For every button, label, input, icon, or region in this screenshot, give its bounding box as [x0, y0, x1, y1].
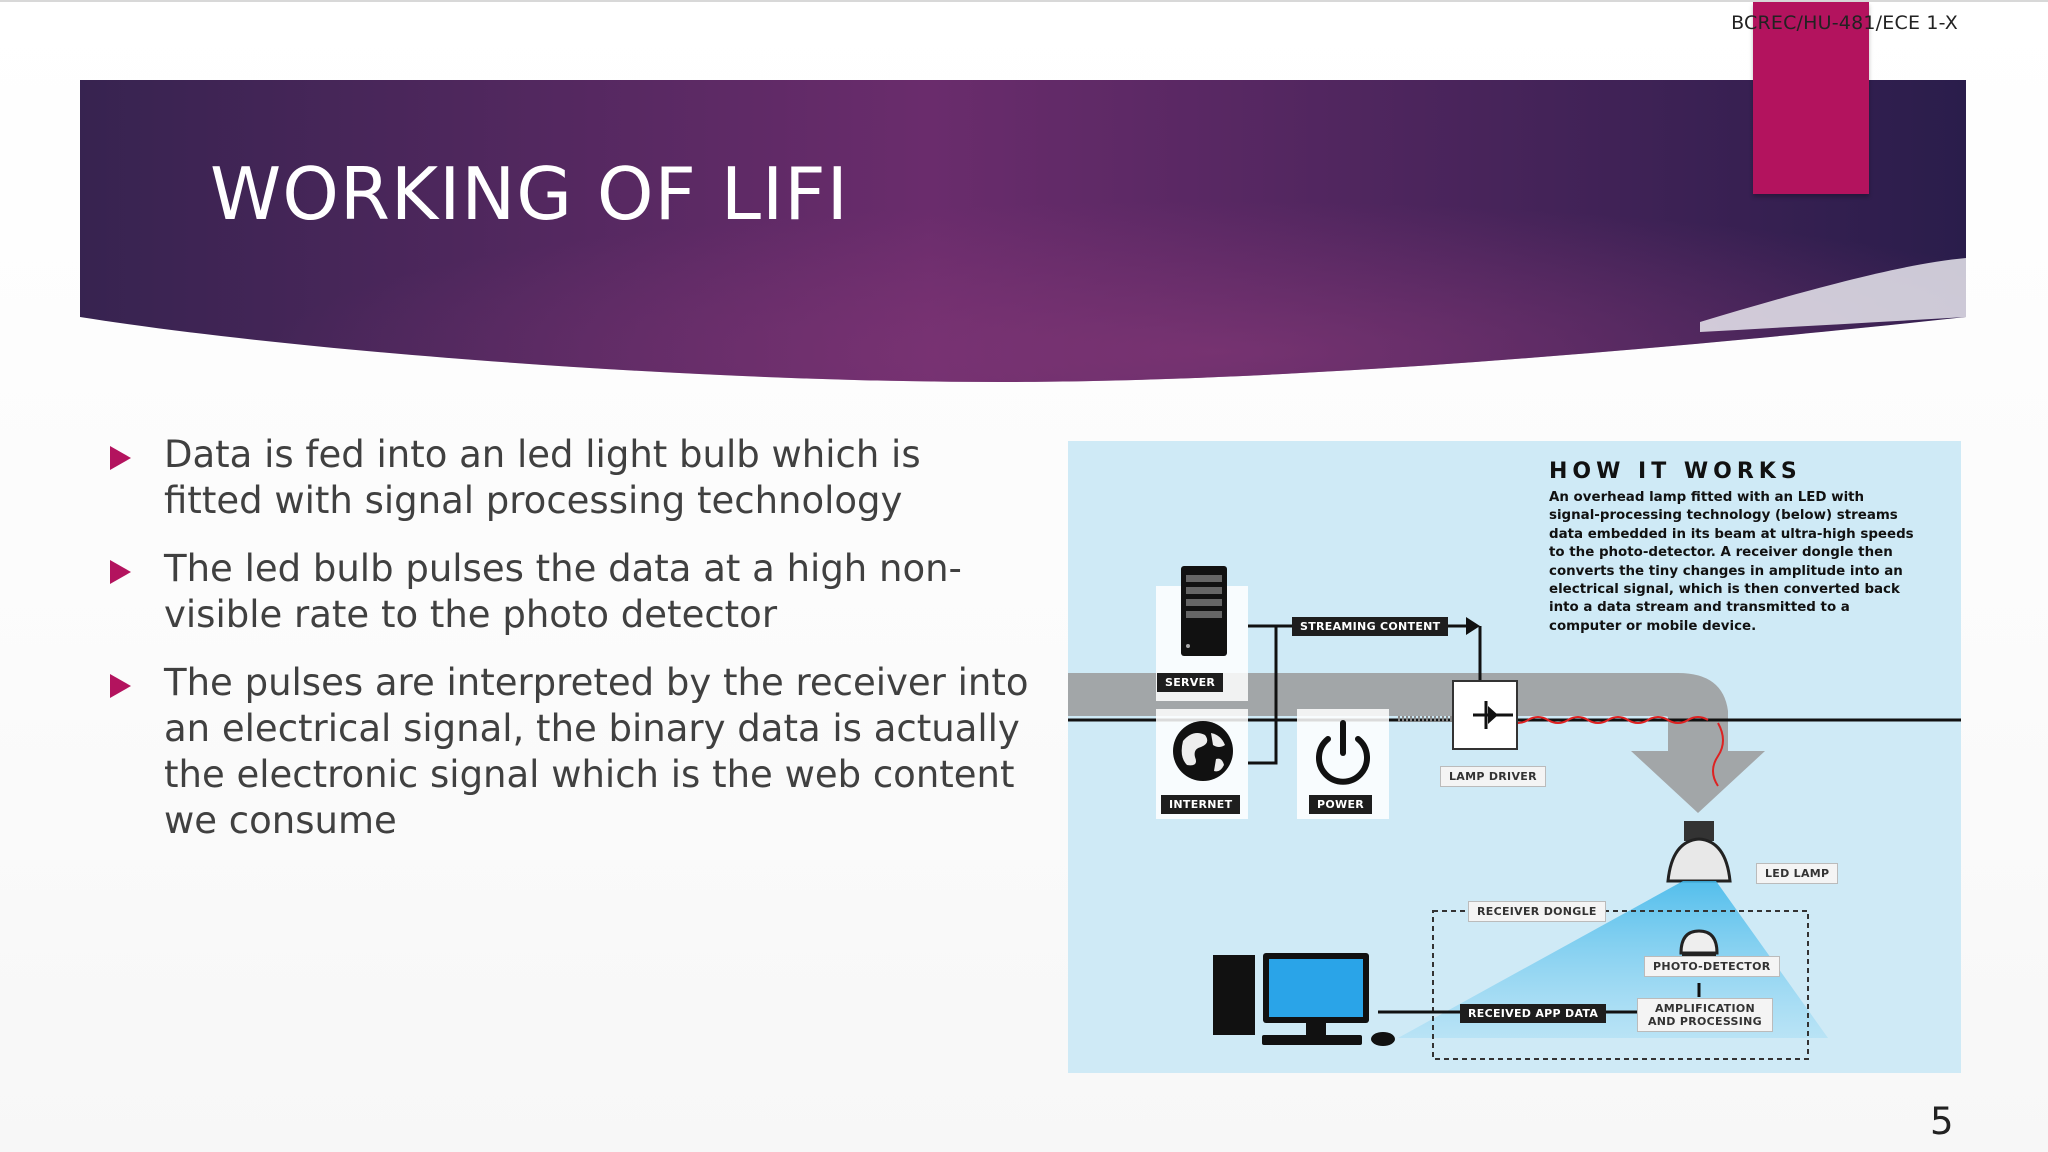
bullet-list: Data is fed into an led light bulb which… — [100, 432, 1030, 866]
power-icon — [1316, 720, 1370, 785]
page-number: 5 — [1930, 1100, 1954, 1143]
triangle-bullet-icon — [110, 560, 131, 584]
globe-icon — [1173, 721, 1233, 781]
photo-detector-icon — [1679, 929, 1719, 959]
server-label: SERVER — [1157, 673, 1224, 692]
power-label: POWER — [1309, 795, 1373, 814]
diagram-art — [1068, 441, 1961, 1073]
internet-label: INTERNET — [1161, 795, 1241, 814]
lamp-driver-label: LAMP DRIVER — [1440, 766, 1546, 787]
received-app-data-label: RECEIVED APP DATA — [1460, 1004, 1607, 1023]
led-lamp-label: LED LAMP — [1756, 863, 1839, 884]
how-it-works-heading: HOW IT WORKS — [1549, 459, 1802, 484]
triangle-bullet-icon — [110, 446, 131, 470]
photo-detector-label: PHOTO-DETECTOR — [1644, 956, 1780, 977]
bullet-text: The pulses are interpreted by the receiv… — [164, 661, 1029, 842]
how-it-works-description: An overhead lamp fitted with an LED with… — [1549, 490, 1914, 634]
accent-ribbon — [1753, 2, 1869, 194]
bullet-item: Data is fed into an led light bulb which… — [100, 432, 1030, 524]
triangle-bullet-icon — [110, 674, 131, 698]
receiver-dongle-box — [1432, 910, 1809, 1060]
server-icon — [1181, 566, 1227, 656]
slide-title: WORKING OF LIFI — [210, 152, 849, 236]
streaming-content-label: STREAMING CONTENT — [1292, 617, 1449, 636]
header-band — [80, 80, 1966, 382]
data-pipe — [1068, 673, 1765, 813]
bullet-item: The led bulb pulses the data at a high n… — [100, 546, 1030, 638]
lifi-diagram: HOW IT WORKS An overhead lamp fitted wit… — [1068, 441, 1961, 1073]
bullet-item: The pulses are interpreted by the receiv… — [100, 660, 1030, 844]
bullet-text: Data is fed into an led light bulb which… — [164, 433, 921, 522]
computer-icon — [1213, 953, 1395, 1046]
course-code: BCREC/HU-481/ECE 1-X — [1731, 12, 1958, 34]
bullet-text: The led bulb pulses the data at a high n… — [164, 547, 962, 636]
receiver-dongle-label: RECEIVER DONGLE — [1468, 901, 1606, 922]
lamp-icon — [1666, 821, 1732, 883]
amplification-label: AMPLIFICATION AND PROCESSING — [1637, 998, 1773, 1032]
